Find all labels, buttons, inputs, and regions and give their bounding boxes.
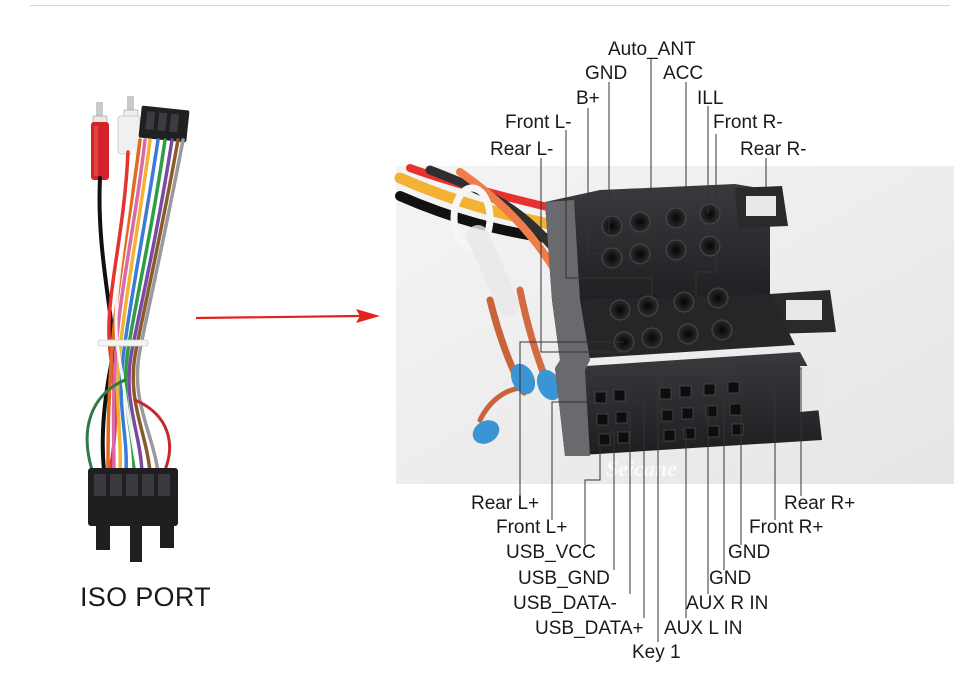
pin-label-rear-r-minus: Rear R- [740,139,807,160]
pin-label-acc: ACC [663,63,703,84]
pin-label-usb-gnd: USB_GND [518,568,610,589]
iso-port-caption: ISO PORT [80,582,211,612]
pin-label-front-l-plus: Front L+ [496,517,567,538]
pin-label-usb-data-minus: USB_DATA- [513,593,617,614]
rca-plug-white [117,96,141,155]
top-divider [30,5,950,6]
pin-label-key-1: Key 1 [632,642,681,663]
connector-photo: Seicane [394,164,954,484]
pin-label-front-r-plus: Front R+ [749,517,823,538]
harness-illustration [85,96,190,562]
pin-label-aux-l-in: AUX L IN [664,618,743,639]
pin-label-b-plus: B+ [576,88,600,109]
pin-label-front-l-minus: Front L- [505,112,572,133]
pin-label-gnd-top: GND [585,63,627,84]
pin-label-usb-data-plus: USB_DATA+ [535,618,644,639]
pin-label-usb-vcc: USB_VCC [506,542,596,563]
cable-tie [97,339,149,347]
pin-label-auto-ant: Auto_ANT [608,39,696,60]
harness-top-connector [138,105,190,143]
pin-label-gnd-2: GND [709,568,751,589]
rca-plug-red [91,102,109,180]
pointer-arrow [195,309,380,323]
pin-label-aux-r-in: AUX R IN [686,593,768,614]
pin-labels-top: Auto_ANT GND ACC B+ ILL Front L- Front R… [490,39,807,160]
pin-labels-bottom: Rear L+ Rear R+ Front L+ Front R+ USB_VC… [471,493,855,663]
pin-label-rear-l-minus: Rear L- [490,139,553,160]
pin-label-rear-l-plus: Rear L+ [471,493,539,514]
pin-label-front-r-minus: Front R- [713,112,783,133]
pin-label-ill: ILL [697,88,723,109]
leader-lines [519,58,802,642]
watermark: Seicane [606,456,677,481]
harness-iso-connector [88,468,178,562]
pin-label-rear-r-plus: Rear R+ [784,493,855,514]
harness-wires [85,138,185,474]
pin-label-gnd-1: GND [728,542,770,563]
